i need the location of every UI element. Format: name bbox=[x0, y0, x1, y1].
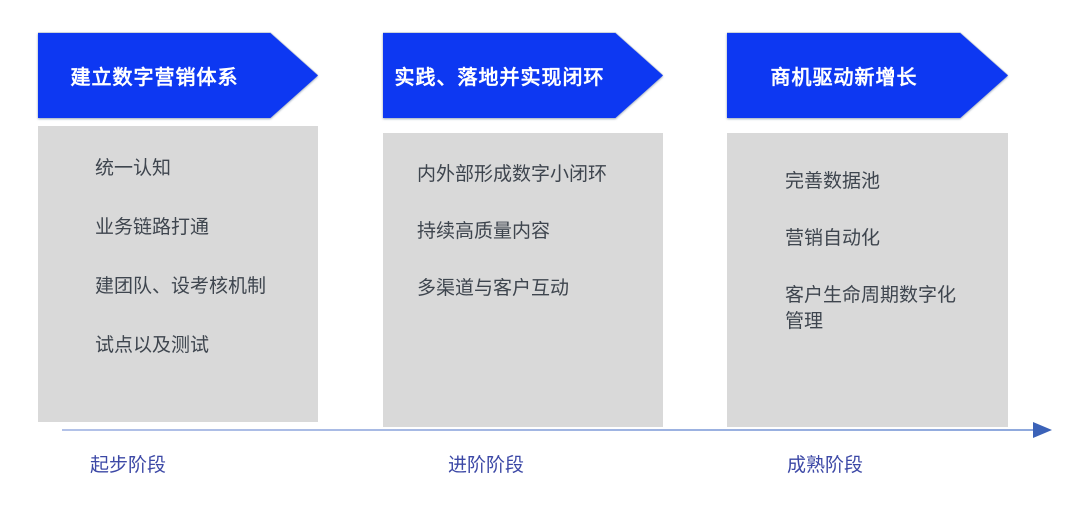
stage-1-header-arrow: 建立数字营销体系 bbox=[38, 33, 318, 118]
stage-column-3: 商机驱动新增长 完善数据池 营销自动化 客户生命周期数字化管理 bbox=[727, 33, 1008, 427]
stage-1-item-4: 试点以及测试 bbox=[95, 335, 210, 356]
stage-column-2: 实践、落地并实现闭环 内外部形成数字小闭环 持续高质量内容 多渠道与客户互动 bbox=[383, 33, 663, 427]
stage-1-arrow-wrap: 建立数字营销体系 bbox=[38, 33, 318, 118]
stage-2-header-label: 实践、落地并实现闭环 bbox=[394, 67, 605, 89]
phase-label-2: 进阶阶段 bbox=[448, 455, 525, 476]
phase-label-3: 成熟阶段 bbox=[787, 455, 864, 476]
stage-3-item-3: 客户生命周期数字化管理 bbox=[785, 285, 957, 332]
stage-3-header-arrow: 商机驱动新增长 bbox=[727, 33, 1008, 118]
stage-3-arrow-wrap: 商机驱动新增长 bbox=[727, 33, 1008, 118]
timeline-arrowhead-icon bbox=[1033, 422, 1052, 438]
timeline-line bbox=[62, 429, 1035, 431]
stage-1-item-1: 统一认知 bbox=[95, 158, 172, 179]
stage-column-1: 建立数字营销体系 统一认知 业务链路打通 建团队、设考核机制 试点以及测试 bbox=[38, 33, 318, 422]
stage-2-header-arrow: 实践、落地并实现闭环 bbox=[383, 33, 663, 118]
stage-3-item-1: 完善数据池 bbox=[785, 171, 881, 192]
stage-2-item-3: 多渠道与客户互动 bbox=[417, 278, 570, 299]
stage-1-item-2: 业务链路打通 bbox=[95, 217, 210, 238]
stage-2-arrow-wrap: 实践、落地并实现闭环 bbox=[383, 33, 663, 118]
stage-2-item-2: 持续高质量内容 bbox=[417, 221, 551, 242]
stage-1-header-label: 建立数字营销体系 bbox=[70, 67, 239, 89]
stage-1-item-3: 建团队、设考核机制 bbox=[95, 276, 267, 297]
stage-2-item-1: 内外部形成数字小闭环 bbox=[417, 164, 608, 185]
phase-label-1: 起步阶段 bbox=[90, 455, 167, 476]
stage-1-box: 统一认知 业务链路打通 建团队、设考核机制 试点以及测试 bbox=[38, 126, 318, 422]
stage-3-header-label: 商机驱动新增长 bbox=[770, 67, 918, 89]
stage-3-box: 完善数据池 营销自动化 客户生命周期数字化管理 bbox=[727, 133, 1008, 427]
stage-3-item-2: 营销自动化 bbox=[785, 228, 881, 249]
stage-2-box: 内外部形成数字小闭环 持续高质量内容 多渠道与客户互动 bbox=[383, 133, 663, 427]
